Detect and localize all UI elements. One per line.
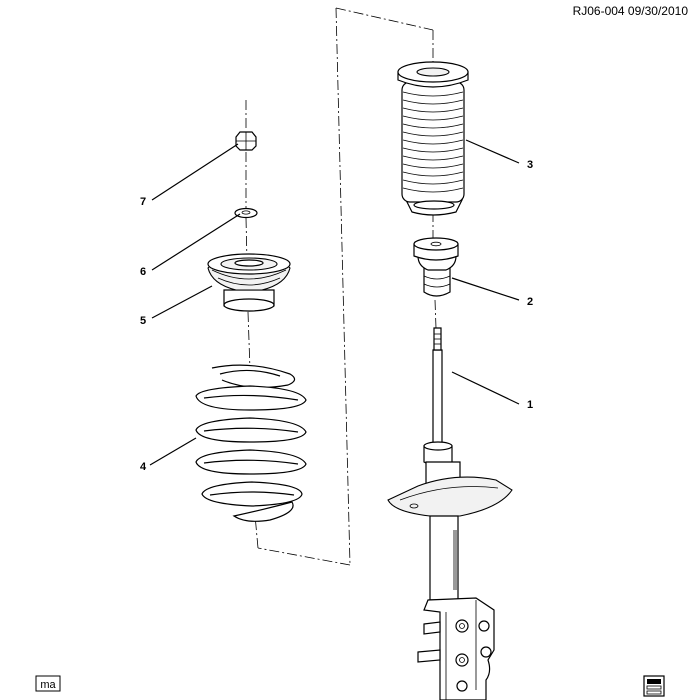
washer-part [234, 207, 258, 219]
jounce-bumper-part [413, 237, 459, 297]
coil-spring-part [195, 364, 307, 522]
callout-5: 5 [140, 315, 146, 327]
footer-tag: ma [40, 679, 56, 691]
callout-4: 4 [140, 461, 147, 473]
dust-boot-part [397, 61, 469, 216]
strut-part [387, 327, 513, 700]
boot-bellows-rings [402, 91, 464, 193]
drawing-reference: RJ06-004 09/30/2010 [573, 4, 689, 18]
callout-leaders [149, 139, 520, 466]
callout-6: 6 [140, 266, 146, 278]
callout-2: 2 [527, 296, 533, 308]
callout-7: 7 [140, 196, 146, 208]
callout-1: 1 [527, 399, 533, 411]
callout-3: 3 [527, 159, 533, 171]
brand-mark-icon [643, 675, 665, 697]
strut-mount-part [207, 253, 291, 312]
footer-tag-box: ma [35, 675, 61, 692]
nut-part [235, 131, 257, 151]
